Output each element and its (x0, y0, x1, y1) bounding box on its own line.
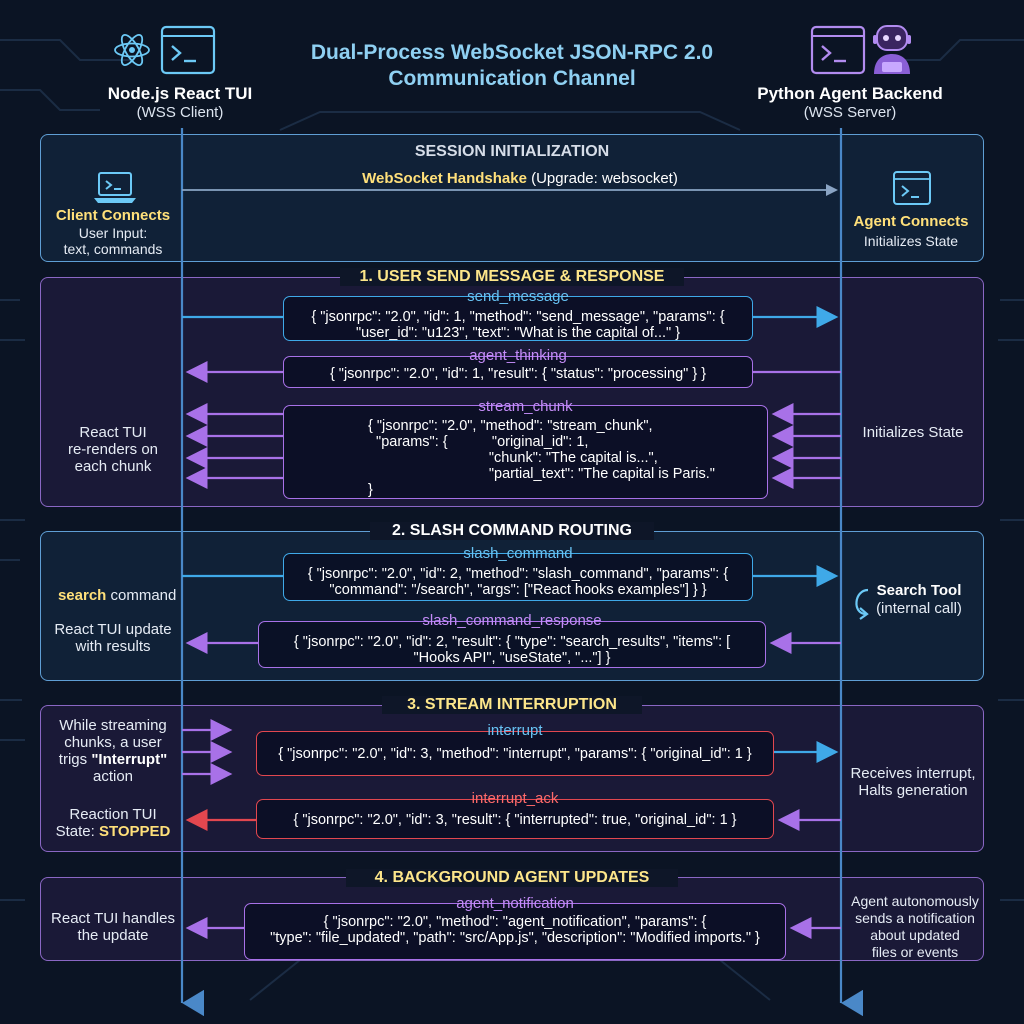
client-connects-desc: User Input: text, commands (63, 225, 163, 257)
agent-autonomous-note: Agent autonomously sends a notification … (851, 893, 979, 960)
tui-update-note: React TUI update with results (54, 621, 172, 655)
interrupt-trigger-note: While streaming chunks, a user trigs "In… (40, 717, 186, 785)
interrupt-box: { "jsonrpc": "2.0", "id": 3, "method": "… (256, 731, 774, 776)
interrupt-label: interrupt (487, 722, 543, 739)
page-title: Dual-Process WebSocket JSON-RPC 2.0 Comm… (310, 41, 714, 90)
slash-command-response-label: slash_command_response (422, 612, 602, 629)
section-title-init: SESSION INITIALIZATION (414, 143, 610, 160)
halts-generation-note: Receives interrupt, Halts generation (850, 765, 976, 799)
session-initialization-panel (40, 134, 984, 262)
section-title-3: 3. STREAM INTERRUPTION (382, 696, 642, 714)
section-title-4: 4. BACKGROUND AGENT UPDATES (346, 869, 678, 887)
robot-agent-icon (870, 22, 914, 76)
stream-chunk-box: { "jsonrpc": "2.0", "method": "stream_ch… (283, 405, 768, 499)
send-message-label: send_message (467, 288, 569, 305)
handshake-key: WebSocket Handshake (362, 170, 527, 187)
agent-connects-title: Agent Connects (853, 213, 969, 230)
server-window-icon (892, 170, 932, 206)
section-title-2: 2. SLASH COMMAND ROUTING (370, 522, 654, 540)
send-message-box: { "jsonrpc": "2.0", "id": 1, "method": "… (283, 296, 753, 341)
laptop-icon (92, 170, 138, 206)
interrupt-note-action: action (92, 768, 134, 785)
agent-notification-label: agent_notification (456, 895, 574, 912)
section-title-1: 1. USER SEND MESSAGE & RESPONSE (340, 268, 684, 286)
server-name: Python Agent Backend (757, 84, 943, 103)
interrupt-ack-label: interrupt_ack (471, 790, 559, 807)
server-init-state-note: Initializes State (862, 424, 964, 441)
search-rest: command (106, 587, 177, 604)
agent-notification-box: { "jsonrpc": "2.0", "method": "agent_not… (244, 903, 786, 960)
server-role: (WSS Server) (803, 104, 897, 121)
search-command-note: search command (40, 570, 186, 604)
interrupt-note-text: While streaming chunks, a user trigs (58, 717, 167, 768)
terminal-icon (810, 25, 866, 75)
stopped-text: Reaction TUI State: (55, 806, 157, 840)
stream-chunk-label: stream_chunk (478, 398, 573, 415)
search-key: search (57, 587, 107, 604)
agent-connects-desc: Initializes State (863, 233, 959, 249)
client-role: (WSS Client) (136, 104, 224, 121)
loop-arrow-icon (846, 586, 876, 620)
slash-command-response-box: { "jsonrpc": "2.0", "id": 2, "result": {… (258, 621, 766, 668)
search-tool-desc: (internal call) (876, 600, 962, 617)
agent-thinking-label: agent_thinking (469, 347, 567, 364)
handshake-label: WebSocket Handshake (Upgrade: websocket) (250, 170, 790, 187)
interrupt-key: "Interrupt" (91, 751, 168, 768)
stopped-state: STOPPED (98, 823, 171, 840)
agent-thinking-box: { "jsonrpc": "2.0", "id": 1, "result": {… (283, 356, 753, 388)
tui-handles-update-note: React TUI handles the update (51, 910, 175, 944)
search-tool-title: Search Tool (876, 582, 962, 599)
slash-command-label: slash_command (463, 545, 573, 562)
client-name: Node.js React TUI (107, 84, 253, 103)
terminal-icon (160, 25, 216, 75)
interrupt-ack-box: { "jsonrpc": "2.0", "id": 3, "result": {… (256, 799, 774, 839)
handshake-detail: (Upgrade: websocket) (526, 170, 678, 187)
tui-stopped-note: Reaction TUI State: STOPPED (40, 806, 186, 840)
tui-rerender-note: React TUI re-renders on each chunk (67, 424, 159, 475)
slash-command-box: { "jsonrpc": "2.0", "id": 2, "method": "… (283, 553, 753, 601)
client-connects-title: Client Connects (55, 207, 171, 224)
react-logo-icon (112, 30, 152, 70)
